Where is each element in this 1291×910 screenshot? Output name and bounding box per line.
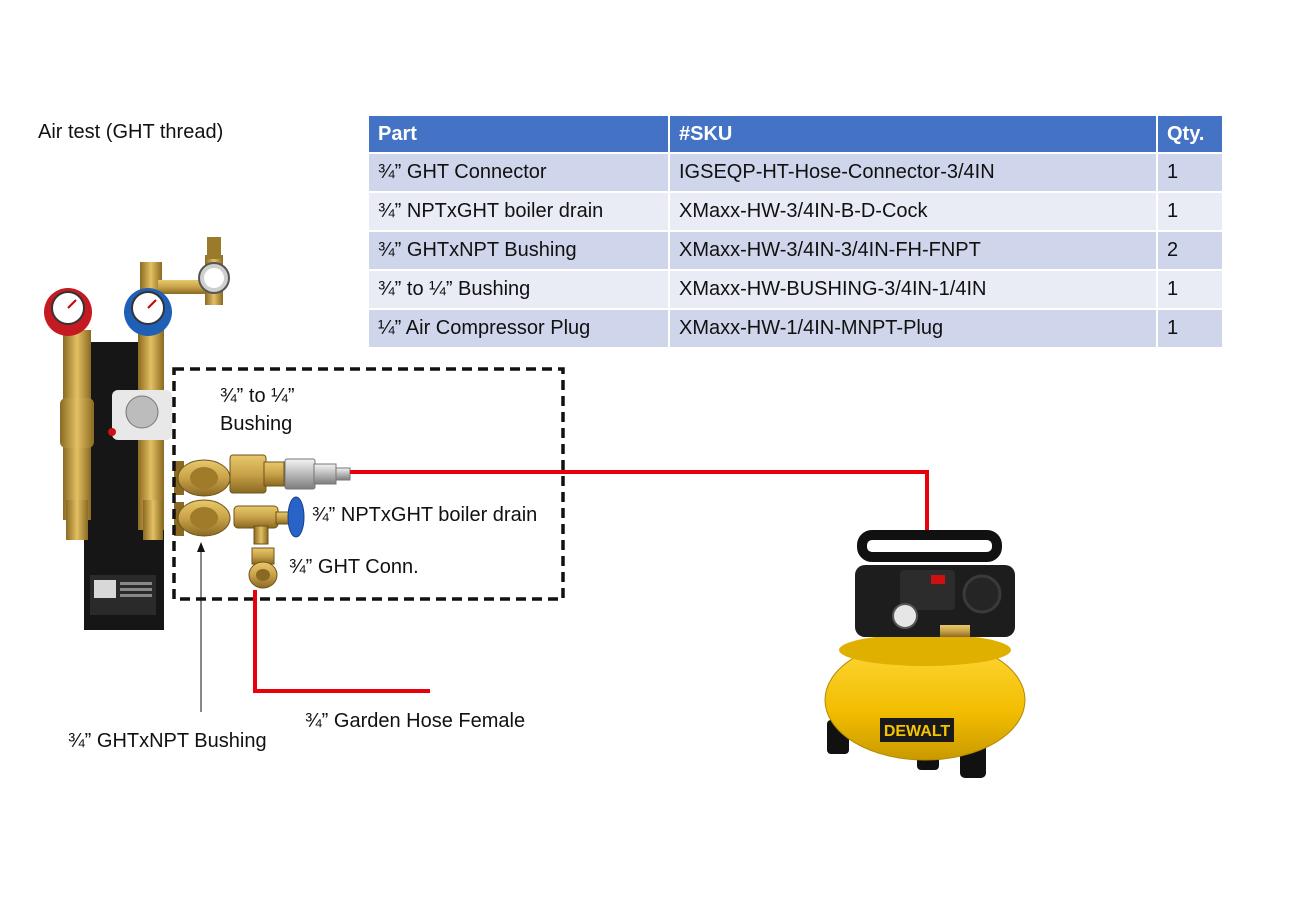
manifold-station [60, 237, 223, 630]
cell-part: ¾” NPTxGHT boiler drain [369, 193, 668, 230]
cell-qty: 1 [1158, 193, 1222, 230]
cell-qty: 1 [1158, 310, 1222, 347]
air-hose-line [350, 470, 929, 533]
boiler-drain-valve-icon [233, 496, 305, 545]
table-row: ¾” GHTxNPT Bushing XMaxx-HW-3/4IN-3/4IN-… [369, 232, 1222, 269]
cell-sku: XMaxx-HW-1/4IN-MNPT-Plug [670, 310, 1156, 347]
label-ght-connector: ¾” GHT Conn. [289, 556, 419, 578]
cell-qty: 1 [1158, 154, 1222, 191]
table-row: ¾” NPTxGHT boiler drain XMaxx-HW-3/4IN-B… [369, 193, 1222, 230]
label-reducing-bushing-line1: ¾” to ¼” [220, 385, 295, 407]
blue-gauge-icon [124, 288, 172, 336]
table-row: ¾” GHT Connector IGSEQP-HT-Hose-Connecto… [369, 154, 1222, 191]
header-qty: Qty. [1158, 116, 1222, 152]
cell-sku: XMaxx-HW-BUSHING-3/4IN-1/4IN [670, 271, 1156, 308]
red-gauge-icon [44, 288, 92, 336]
parts-table: Part #SKU Qty. ¾” GHT Connector IGSEQP-H… [367, 114, 1224, 349]
table-header-row: Part #SKU Qty. [369, 116, 1222, 152]
label-garden-hose: ¾” Garden Hose Female [305, 710, 526, 732]
page-title: Air test (GHT thread) [38, 121, 224, 143]
label-reducing-bushing-line2: Bushing [220, 413, 293, 435]
cell-part: ¼” Air Compressor Plug [369, 310, 668, 347]
header-sku: #SKU [670, 116, 1156, 152]
cell-sku: IGSEQP-HT-Hose-Connector-3/4IN [670, 154, 1156, 191]
cell-part: ¾” GHT Connector [369, 154, 668, 191]
ght-connector-icon [248, 547, 278, 589]
label-ghtxnpt-bushing: ¾” GHTxNPT Bushing [68, 730, 267, 752]
fittings-group-box [172, 367, 565, 601]
reducing-bushing-icon [229, 454, 285, 494]
garden-hose-line [253, 590, 430, 693]
cell-qty: 1 [1158, 271, 1222, 308]
table-row: ¾” to ¼” Bushing XMaxx-HW-BUSHING-3/4IN-… [369, 271, 1222, 308]
header-part: Part [369, 116, 668, 152]
table-row: ¼” Air Compressor Plug XMaxx-HW-1/4IN-MN… [369, 310, 1222, 347]
bushing-pointer-arrow [197, 542, 205, 712]
cell-sku: XMaxx-HW-3/4IN-3/4IN-FH-FNPT [670, 232, 1156, 269]
ghtxnpt-bushing-upper-icon [174, 459, 231, 497]
dewalt-logo: DEWALT [884, 723, 951, 740]
air-compressor-icon [824, 530, 1026, 778]
cell-part: ¾” to ¼” Bushing [369, 271, 668, 308]
ghtxnpt-bushing-lower-icon [174, 499, 231, 537]
cell-qty: 2 [1158, 232, 1222, 269]
air-compressor-plug-icon [284, 458, 351, 490]
cell-sku: XMaxx-HW-3/4IN-B-D-Cock [670, 193, 1156, 230]
label-boiler-drain: ¾” NPTxGHT boiler drain [312, 504, 538, 526]
cell-part: ¾” GHTxNPT Bushing [369, 232, 668, 269]
top-gauge-icon [198, 262, 230, 294]
